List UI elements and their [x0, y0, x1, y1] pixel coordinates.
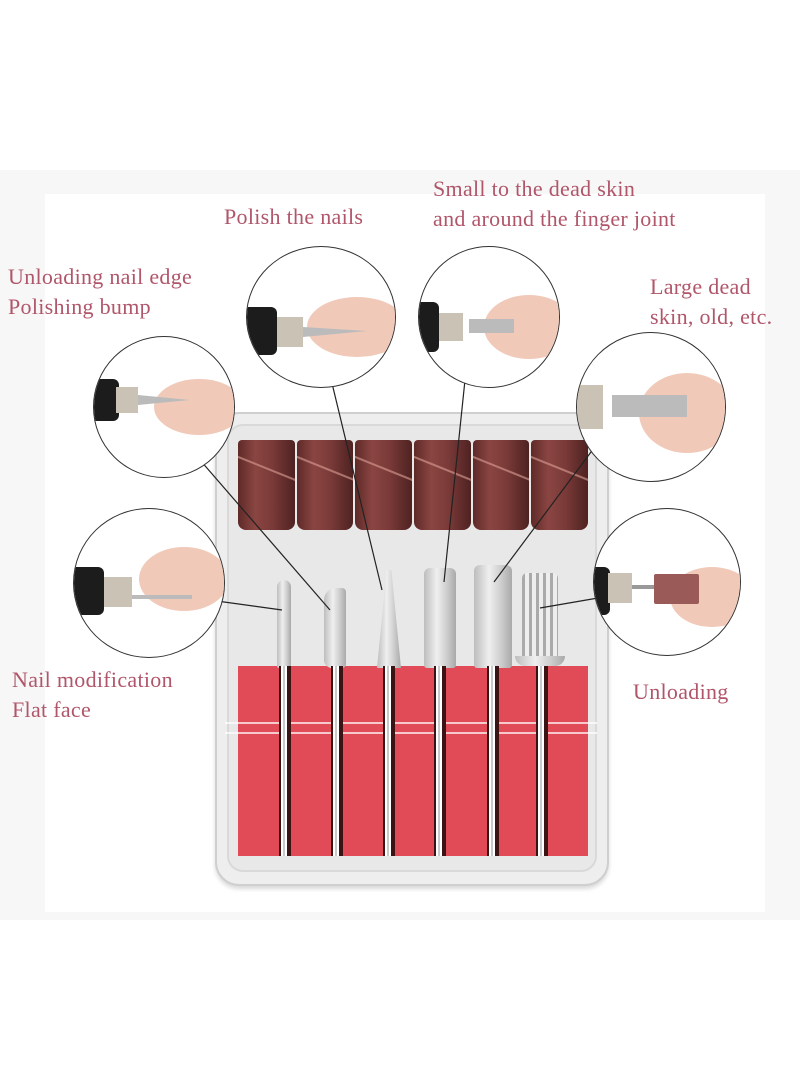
- sanding-band: [531, 440, 589, 530]
- sanding-band: [414, 440, 471, 530]
- label-large-dead-skin: Large dead skin, old, etc.: [650, 272, 772, 332]
- closeup-unloading-nail-edge: [93, 336, 235, 478]
- drill-closeup-icon: [94, 379, 234, 435]
- tray-ridge: [225, 722, 597, 724]
- closeup-unloading: [593, 508, 741, 656]
- closeup-nail-modification: [73, 508, 225, 658]
- drill-closeup-icon: [247, 297, 395, 357]
- label-line: Large dead: [650, 274, 751, 299]
- sanding-band: [472, 440, 530, 530]
- label-unloading: Unloading: [633, 677, 729, 707]
- closeup-large-dead-skin: [576, 332, 726, 482]
- label-polish-the-nails: Polish the nails: [224, 202, 363, 232]
- label-line: Nail modification: [12, 667, 173, 692]
- closeup-small-dead-skin: [418, 246, 560, 388]
- sanding-band: [296, 440, 354, 530]
- label-small-dead-skin: Small to the dead skin and around the fi…: [433, 174, 676, 234]
- drill-closeup-icon: [577, 373, 725, 453]
- label-unloading-nail-edge: Unloading nail edge Polishing bump: [8, 262, 192, 322]
- drill-closeup-icon: [74, 547, 224, 615]
- sanding-bands: [238, 440, 589, 532]
- label-line: Unloading nail edge: [8, 264, 193, 289]
- label-line: skin, old, etc.: [650, 304, 773, 329]
- drill-closeup-icon: [419, 295, 559, 359]
- sanding-band: [238, 440, 295, 530]
- closeup-polish-nails: [246, 246, 396, 388]
- label-line: Flat face: [12, 697, 92, 722]
- foam-holder: [238, 666, 588, 856]
- tray-ridge: [225, 732, 597, 734]
- sanding-band: [355, 440, 413, 530]
- label-line: and around the finger joint: [433, 206, 676, 231]
- label-line: Unloading: [633, 679, 729, 704]
- label-line: Polishing bump: [8, 294, 151, 319]
- drill-closeup-icon: [594, 567, 740, 627]
- label-line: Small to the dead skin: [433, 176, 636, 201]
- label-nail-modification: Nail modification Flat face: [12, 665, 173, 725]
- label-line: Polish the nails: [224, 204, 364, 229]
